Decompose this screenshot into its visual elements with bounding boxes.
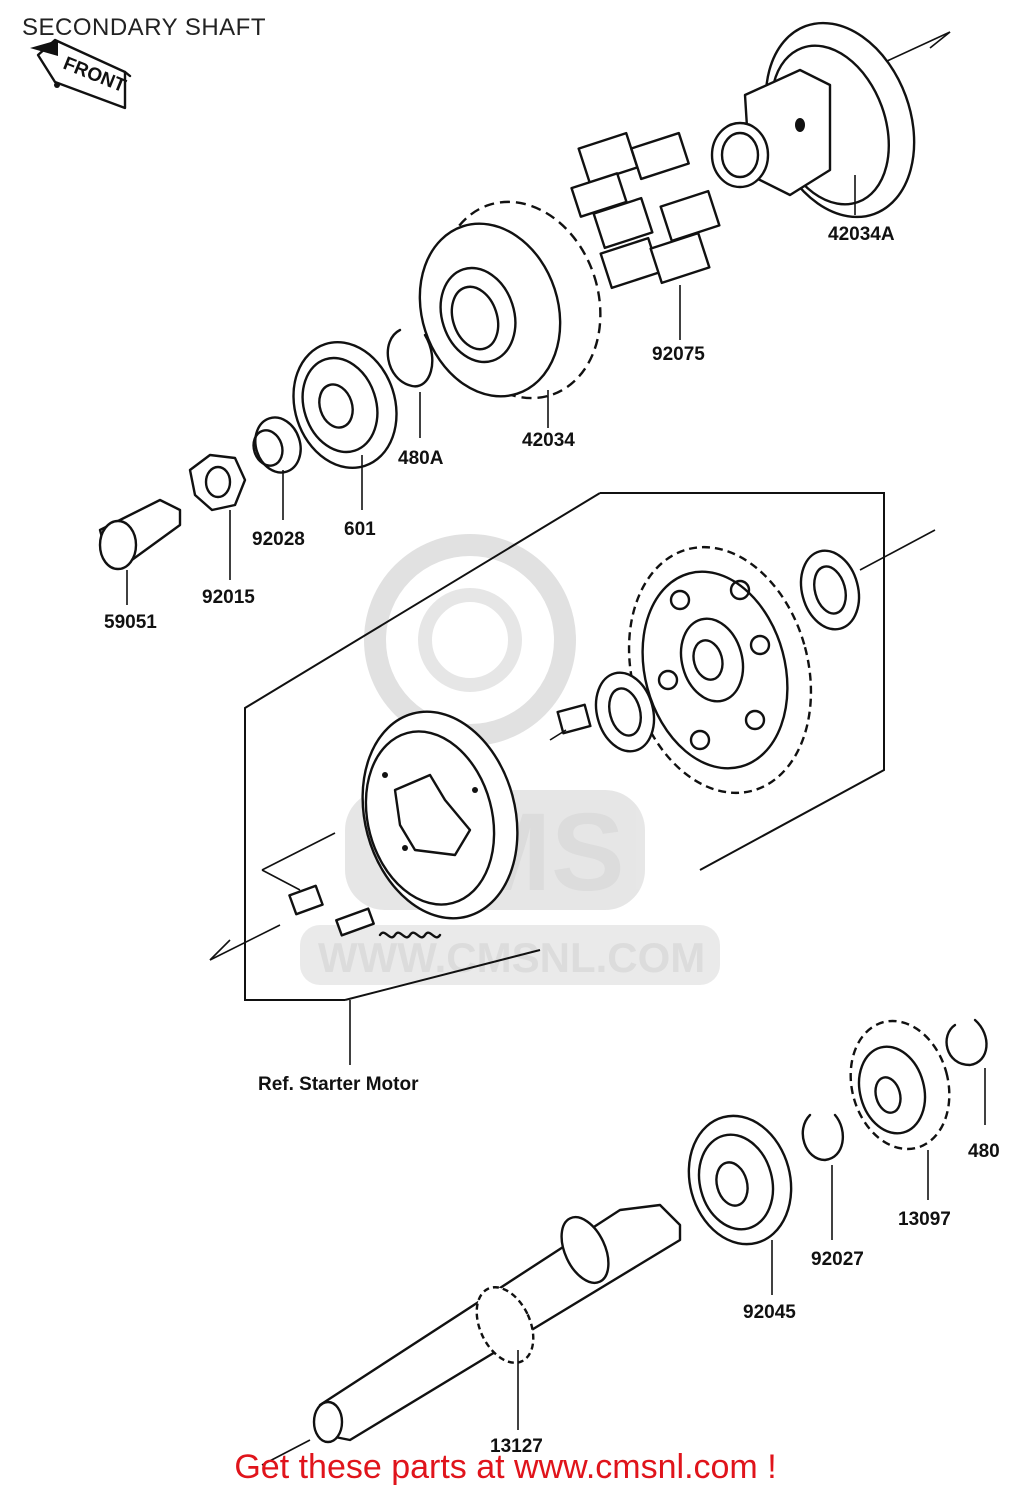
part-42034-secondary-gear (418, 200, 602, 428)
part-92015-nut (188, 453, 247, 580)
starter-clutch-group-frame (244, 492, 885, 1065)
part-601-ball-bearing (292, 341, 398, 510)
part-13097-gear (849, 1019, 951, 1200)
part-92075-damper-rubbers (570, 131, 721, 340)
label-42034a: 42034A (828, 224, 895, 245)
part-labels: 42034A 92075 42034 480A 601 92028 92015 … (104, 224, 1000, 1457)
part-92027-circlip (801, 1113, 844, 1240)
label-59051: 59051 (104, 612, 157, 633)
label-92027: 92027 (811, 1249, 864, 1270)
label-601: 601 (344, 519, 376, 540)
part-92045-ball-bearing (687, 1114, 793, 1295)
part-thrust-washers (594, 549, 861, 753)
label-13097: 13097 (898, 1209, 951, 1230)
footer-promo-text: Get these parts at www.cmsnl.com ! (234, 1448, 777, 1486)
label-92028: 92028 (252, 529, 305, 550)
label-92015: 92015 (202, 587, 255, 608)
label-92075: 92075 (652, 344, 705, 365)
part-480a-circlip (386, 328, 434, 438)
part-starter-sprocket (627, 545, 813, 795)
part-clutch-rollers-springs (288, 884, 442, 939)
part-92028-collar (252, 416, 302, 520)
part-small-bolt (549, 703, 592, 741)
front-direction-tag: FRONT (30, 38, 132, 110)
label-480: 480 (968, 1141, 1000, 1162)
part-480-circlip (945, 1018, 988, 1125)
label-480a: 480A (398, 448, 444, 469)
label-92045: 92045 (743, 1302, 796, 1323)
label-42034: 42034 (522, 430, 575, 451)
part-13127-secondary-shaft (261, 1203, 682, 1466)
part-starter-clutch (361, 710, 519, 920)
reference-note: Ref. Starter Motor (258, 1074, 419, 1095)
part-59051-pinion (98, 498, 182, 605)
label-13127: 13127 (490, 1436, 543, 1457)
diagram-title: SECONDARY SHAFT (22, 14, 266, 41)
part-42034a-damper-cam (710, 21, 916, 219)
axis-line-middle (209, 529, 936, 961)
